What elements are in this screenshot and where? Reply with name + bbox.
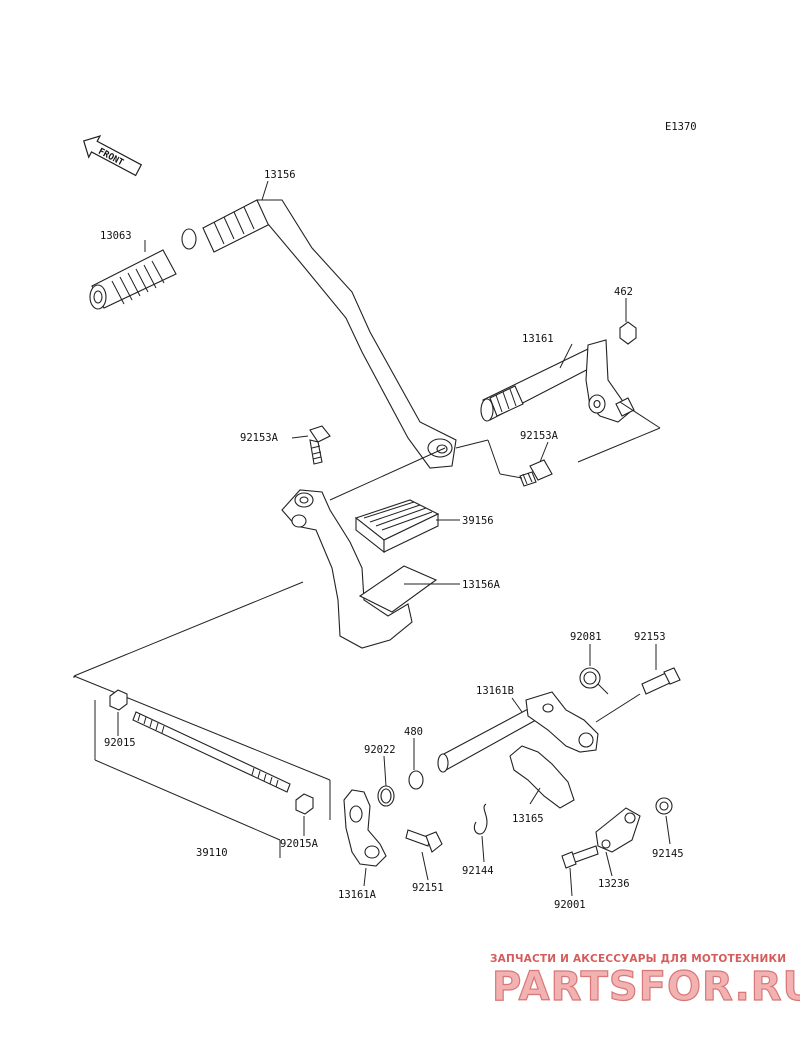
nut-92015 — [109, 689, 128, 711]
shift-arm-13161A — [343, 789, 387, 867]
leader-line — [619, 401, 661, 429]
callout-92151: 92151 — [412, 882, 444, 894]
leader-line — [595, 693, 641, 723]
washer-inner — [380, 788, 392, 804]
callout-13063: 13063 — [100, 230, 132, 242]
shift-pedal-rubber — [89, 249, 177, 310]
callout-13156: 13156 — [264, 169, 296, 181]
spring-92081 — [579, 667, 609, 695]
callout-92153: 92153 — [634, 631, 666, 643]
nut-462 — [619, 321, 637, 345]
callout-92001: 92001 — [554, 899, 586, 911]
leader-line — [487, 439, 501, 475]
leader-line — [455, 439, 489, 449]
callout-462: 462 — [614, 286, 633, 298]
nut-92015A — [295, 793, 314, 815]
bolt-92151 — [405, 829, 443, 853]
callout-13161B: 13161B — [476, 685, 514, 697]
shift-shaft-13161 — [480, 339, 635, 423]
callout-92153A-left: 92153A — [240, 432, 279, 444]
callout-92153A-right: 92153A — [520, 430, 559, 442]
callout-13165: 13165 — [512, 813, 544, 825]
bolt-92001 — [561, 845, 599, 869]
plate-13165 — [509, 745, 575, 809]
callout-92144: 92144 — [462, 865, 494, 877]
circlip-480 — [408, 770, 424, 790]
callout-13156A: 13156A — [462, 579, 501, 591]
spring-92144 — [473, 803, 488, 835]
pedal-pad-39156 — [354, 499, 440, 554]
callout-13161A: 13161A — [338, 889, 377, 901]
pedal-washer — [181, 228, 197, 250]
callout-480: 480 — [404, 726, 423, 738]
front-arrow-icon: FRONT — [82, 135, 143, 177]
shift-shaft-13161B — [437, 691, 599, 773]
leader-line — [329, 447, 446, 501]
watermark-brand: PARTSFOR.RU — [492, 964, 800, 1010]
leader-line — [499, 473, 523, 479]
callout-39110: 39110 — [196, 847, 228, 859]
bolt-92153 — [641, 667, 681, 695]
leader-line — [577, 427, 661, 463]
shift-pedal-arm-13156A — [281, 489, 413, 649]
callout-92081: 92081 — [570, 631, 602, 643]
callout-39156: 39156 — [462, 515, 494, 527]
callout-92015: 92015 — [104, 737, 136, 749]
tie-rod-39110 — [132, 711, 291, 793]
bolt-92153A-right — [519, 459, 553, 487]
callout-13236: 13236 — [598, 878, 630, 890]
watermark-tagline: ЗАПЧАСТИ И АКСЕССУАРЫ ДЛЯ МОТОТЕХНИКИ — [490, 953, 786, 965]
callout-92015A: 92015A — [280, 838, 319, 850]
bolt-92153A-left — [309, 425, 331, 465]
callout-13161: 13161 — [522, 333, 554, 345]
pedal-plate — [358, 565, 438, 613]
lever-13236 — [595, 807, 641, 853]
rod-bracket-line — [73, 675, 331, 781]
callout-leaders — [117, 180, 671, 897]
callout-92022: 92022 — [364, 744, 396, 756]
shift-pedal-lever — [202, 199, 457, 469]
callout-92145: 92145 — [652, 848, 684, 860]
spring-92145 — [655, 797, 673, 815]
rod-bracket-line — [94, 759, 281, 841]
leader-line — [73, 581, 304, 677]
diagram-code: E1370 — [665, 121, 697, 133]
